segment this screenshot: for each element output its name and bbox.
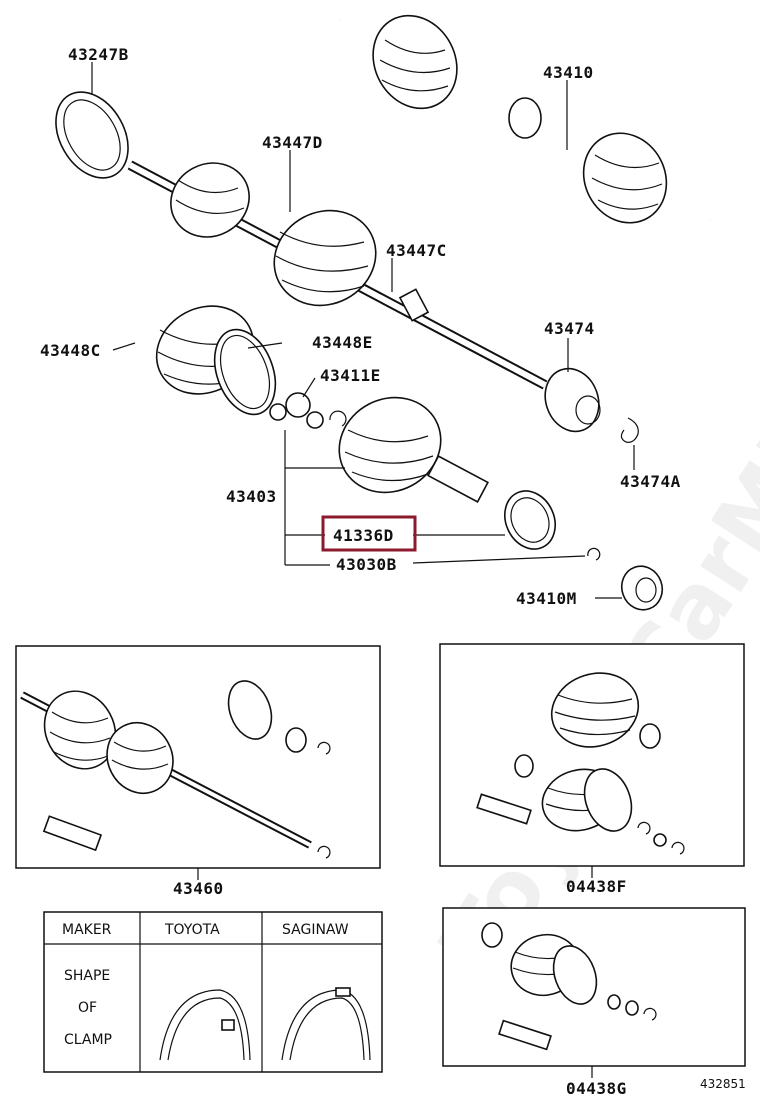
label-43410M: 43410M [516,589,577,608]
kit-box-04438G: 04438G [442,907,746,1098]
ring-43247B [55,91,129,179]
label-43448C: 43448C [40,341,101,360]
highlight-box [321,515,417,552]
label-43411E: 43411E [320,366,381,385]
label-41336D[interactable]: 41336D [333,526,394,545]
label-43460: 43460 [173,879,224,898]
table-row-shape: SHAPE [64,968,110,984]
table-header-toyota: TOYOTA [164,922,220,938]
table-header-maker: MAKER [62,922,112,938]
drive-shaft-main [55,91,548,390]
label-43410: 43410 [543,63,594,82]
watermark: ToyotaCarMine.ru [422,199,760,989]
label-43247B: 43247B [68,45,129,64]
label-43403: 43403 [226,487,277,506]
label-04438G: 04438G [566,1079,627,1098]
clamp-shape-table: MAKER TOYOTA SAGINAW SHAPE OF CLAMP [43,911,383,1073]
label-43447C: 43447C [386,241,447,260]
label-43030B: 43030B [336,555,397,574]
inner-joint-assembly [155,305,601,561]
part-labels: 43247B 43410 43447D 43447C 43448C 43448E… [40,45,681,608]
kit-box-04438F: 04438F [439,643,745,896]
label-04438F: 04438F [566,877,627,896]
table-row-of: OF [78,1000,97,1016]
drive-shaft-top [339,14,711,224]
label-43474: 43474 [544,319,595,338]
damper-43474 [544,367,600,433]
right-side-parts [544,367,664,611]
leader-lines [91,62,635,599]
clamp-toyota-shape [159,989,251,1061]
label-43474A: 43474A [620,472,681,491]
table-row-clamp: CLAMP [64,1032,112,1048]
diagram-number: 432851 [700,1077,746,1091]
watermark-text: ToyotaCarMine.ru [422,199,760,989]
label-43448E: 43448E [312,333,373,352]
table-header-saginaw: SAGINAW [282,922,349,938]
kit-box-43460: 43460 [15,645,381,898]
label-43447D: 43447D [262,133,323,152]
